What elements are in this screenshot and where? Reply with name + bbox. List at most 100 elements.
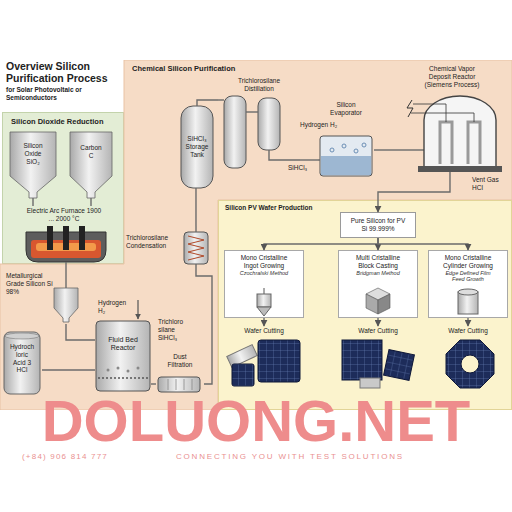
node-label: Silicon Evaporator: [324, 101, 368, 117]
block-symbol: [366, 294, 378, 314]
node-label: Electric Arc Furnace 1900 ... 2000 °C: [24, 207, 104, 223]
evaporator-symbol: [320, 136, 372, 176]
node-label: Metallurgical Grade Silicon Si 98%: [6, 272, 54, 295]
condenser-symbol: [188, 236, 204, 260]
region-outline: [0, 60, 512, 410]
pipe-connector: [197, 100, 218, 106]
evaporator-symbol: [342, 144, 346, 148]
hopper-symbol: [70, 132, 112, 198]
distillation-column-symbol: [246, 111, 258, 112]
region-title: Silicon Dioxide Reduction: [11, 117, 104, 126]
evaporator-symbol: [318, 159, 320, 160]
watermark: DOLUONG.NET: [0, 392, 512, 450]
ingot-symbol: [257, 288, 271, 316]
flow-arrow: [378, 172, 450, 212]
condenser-symbol: [184, 226, 208, 270]
pipe-connector: [300, 159, 318, 160]
cvd-reactor-symbol: [411, 113, 474, 122]
hopper-symbol: [65, 270, 66, 288]
distillation-column-symbol: [269, 150, 300, 160]
flow-arrow: [467, 318, 468, 326]
fluid-bed-reactor-symbol: [127, 370, 130, 373]
node-label: Trichlorosilane Distillation: [223, 77, 295, 93]
node-label: Wafer Cutting: [448, 327, 488, 335]
node-label: SiHCl₃ Storage Tank: [182, 135, 212, 158]
node-label: Dust Filtration: [162, 353, 198, 369]
flow-label: SiHCl₃: [288, 164, 318, 172]
node-label: Fluid Bed Reactor: [100, 336, 146, 353]
distillation-column-symbol: [258, 98, 280, 150]
wafer-picture: [360, 378, 380, 388]
node-sublabel: Si 99.999%: [361, 225, 394, 233]
distillation-column-symbol: [218, 96, 300, 168]
node-label: Silicon Oxide SiO₂: [19, 142, 47, 165]
wafer-picture: [342, 340, 382, 380]
pipe-connector: [151, 383, 156, 384]
cylinder-symbol: [458, 289, 478, 314]
flow-label: Trichloro silane SiHCl₃: [158, 318, 192, 341]
acid-tank-symbol: [5, 333, 39, 339]
cvd-reactor-symbol: [424, 96, 496, 168]
condenser-symbol: [184, 232, 208, 264]
arc-furnace-symbol: [63, 226, 69, 250]
hopper-symbol: [54, 288, 78, 322]
node-label: Mono Cristalline Cylinder Growing: [439, 254, 497, 270]
pipe-connector: [90, 198, 91, 206]
node-label: Wafer Cutting: [358, 327, 398, 335]
node-label: Wafer Cutting: [244, 327, 284, 335]
watermark: CONNECTING YOU WITH TEST SOLUTIONS: [176, 452, 506, 462]
wafer-picture: [446, 340, 494, 388]
wafer-picture: [258, 340, 300, 382]
diagram-title: Overview Silicon Purification Process: [6, 60, 122, 84]
evaporator-symbol: [354, 149, 358, 153]
arc-furnace-symbol: [26, 226, 106, 264]
dust-filter-symbol: [168, 379, 192, 390]
storage-tank-symbol: [181, 106, 213, 188]
flow-label: Vent Gas HCl: [472, 176, 506, 192]
pipe-connector: [65, 264, 66, 270]
watermark: (+84) 906 814 777: [22, 452, 172, 462]
evaporator-symbol: [321, 156, 371, 175]
process-box: Pure Silicon for PVSi 99.999%: [340, 212, 416, 238]
subtitle: for Solar Photovoltaic or Semiconductors: [6, 86, 122, 102]
dust-filter-symbol: [158, 377, 200, 392]
region-title: Silicon PV Wafer Production: [225, 204, 313, 212]
fluid-bed-reactor-symbol: [137, 367, 140, 370]
flow-arrow: [264, 238, 378, 250]
ingot-symbol: [257, 294, 271, 307]
pipe-connector: [66, 324, 95, 340]
fluid-bed-reactor-symbol: [107, 369, 110, 372]
condenser-symbol: [195, 264, 196, 270]
fluid-bed-reactor-symbol: [96, 321, 150, 391]
evaporator-symbol: [362, 143, 366, 147]
node-sublabel: Edge Defined Film Feed Growth: [439, 270, 497, 283]
cvd-reactor-symbol: [396, 149, 424, 150]
evaporator-symbol: [330, 148, 334, 152]
wafer-picture: [384, 350, 415, 381]
node-sublabel: Bridgman Method: [349, 270, 407, 277]
pipe-connector: [195, 188, 196, 226]
pipe-connector: [374, 149, 396, 150]
fluid-bed-reactor-symbol: [117, 367, 120, 370]
ingot-symbol: [264, 288, 265, 294]
node-label: Mono Cristalline Ingot Growing: [235, 254, 293, 270]
cvd-reactor-symbol: [396, 96, 502, 172]
storage-tank-symbol: [181, 106, 213, 188]
node-label: Carbon C: [78, 144, 104, 160]
wafer-picture: [232, 364, 254, 386]
acid-tank-symbol: [4, 332, 40, 394]
pipe-connector: [42, 369, 95, 370]
arc-furnace-symbol: [79, 226, 85, 250]
cvd-reactor-symbol: [440, 122, 480, 164]
pipe-connector: [32, 198, 33, 206]
flow-label: Hydrogen H₂: [300, 121, 350, 129]
flow-arrow: [263, 318, 264, 326]
hopper-symbol: [10, 132, 112, 322]
distillation-column-symbol: [218, 99, 224, 100]
flow-arrow: [377, 318, 378, 326]
node-label: Multi Cristalline Block Casting: [349, 254, 407, 270]
fluid-bed-reactor-symbol: [137, 300, 138, 319]
ingot-symbol: [257, 307, 271, 316]
wafer-picture: [461, 355, 479, 373]
